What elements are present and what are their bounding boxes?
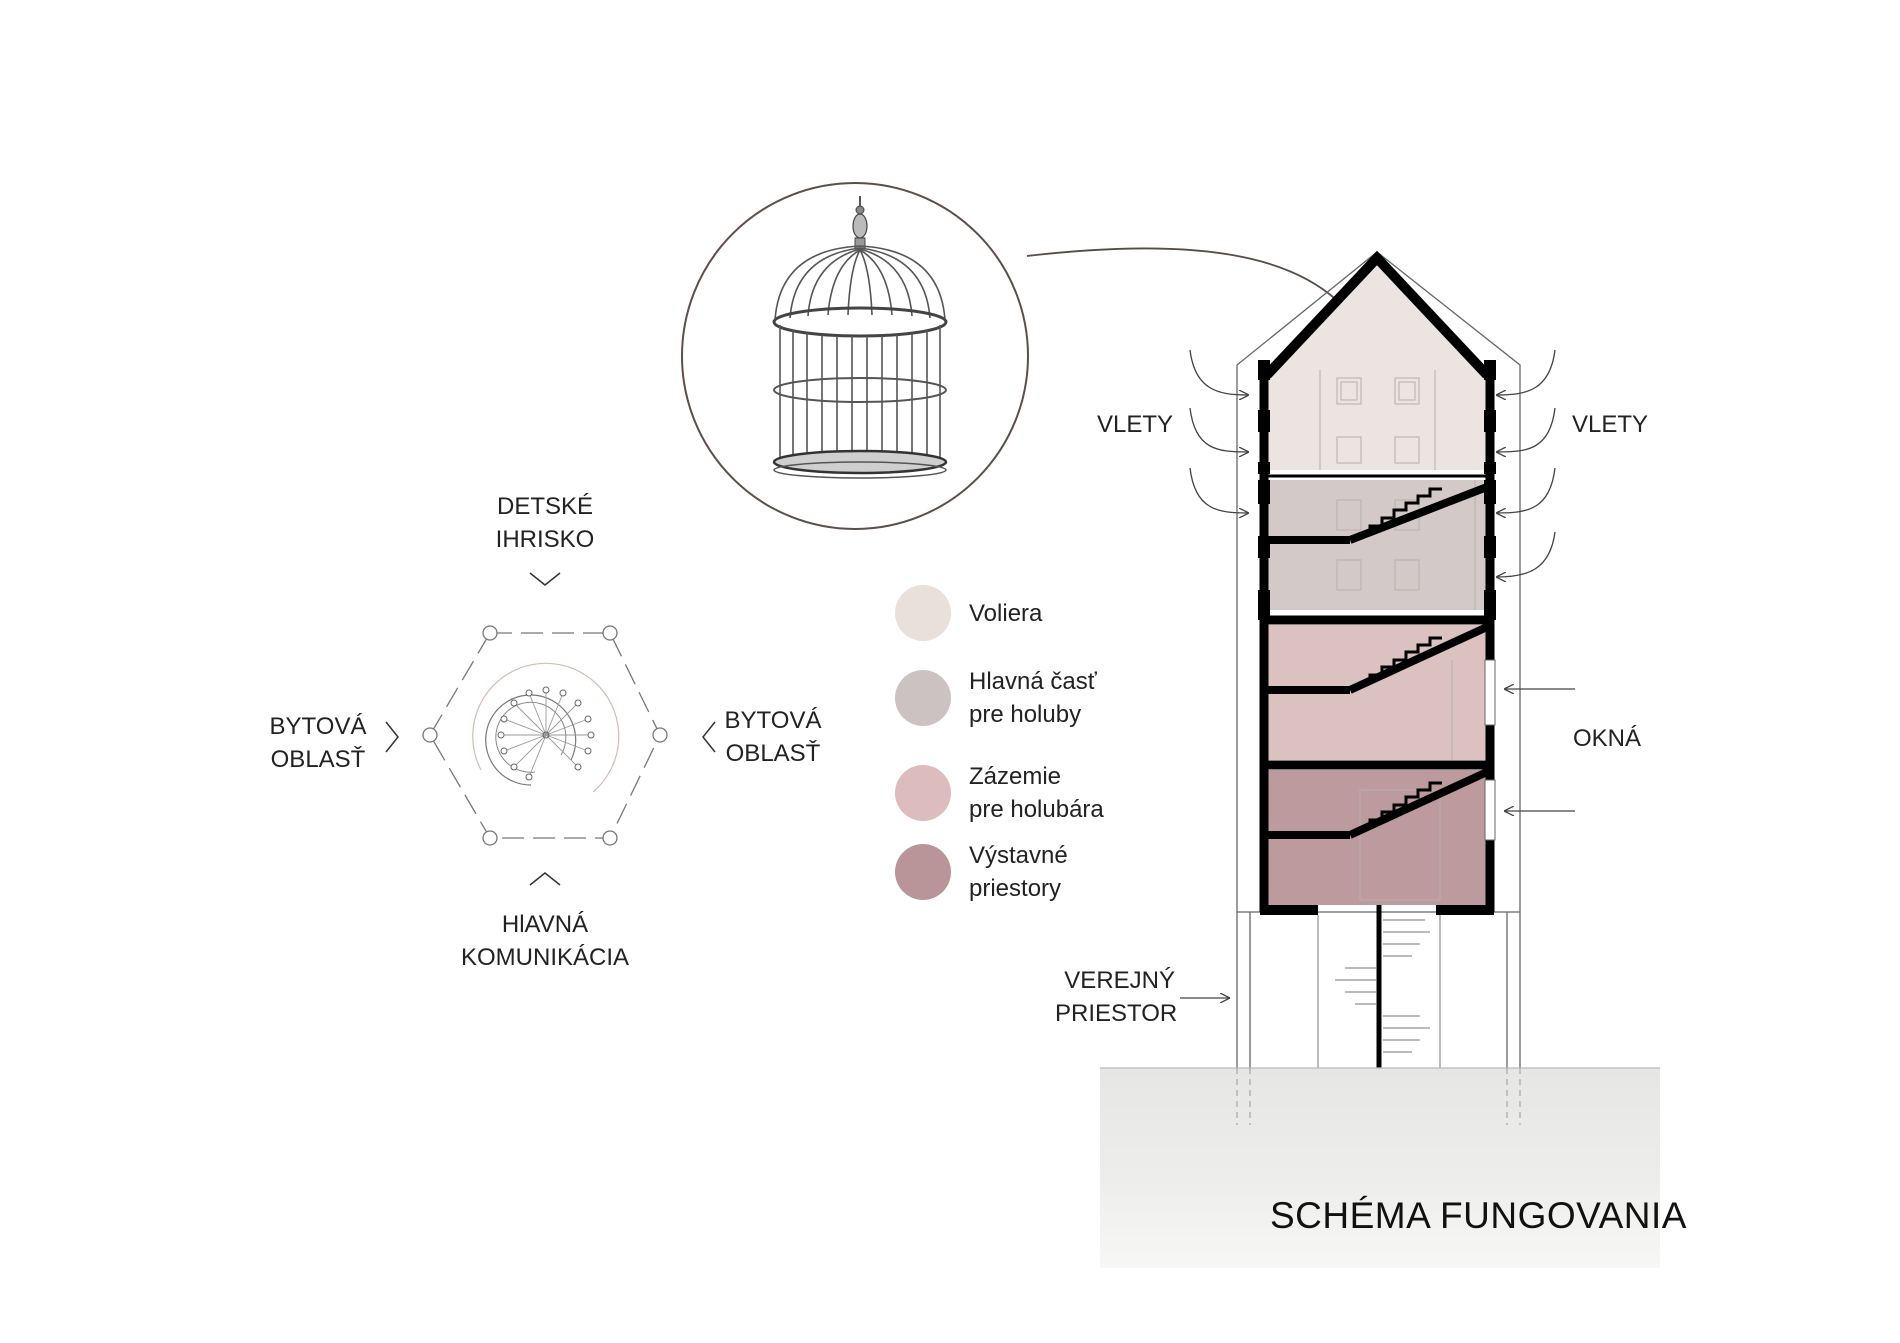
legend-label: Hlavná časť pre holuby — [969, 668, 1097, 728]
legend-swatch — [895, 765, 951, 821]
label-bytova-oblast-right: BYTOVÁ OBLASŤ — [724, 707, 822, 767]
legend-item-vystavne: Výstavné priestory — [895, 839, 1068, 905]
label-bytova-oblast-left: BYTOVÁ OBLASŤ — [269, 713, 367, 773]
label-detske-ihrisko: DETSKÉ IHRISKO — [495, 493, 595, 553]
legend-swatch — [895, 844, 951, 900]
floor-plan — [385, 572, 716, 886]
legend-swatch — [895, 585, 951, 641]
legend-item-hlavna-cast: Hlavná časť pre holuby — [895, 665, 1097, 731]
vlety-arrows-left — [1189, 349, 1248, 513]
vlety-arrows-right — [1497, 349, 1556, 577]
label-vlety-right: VLETY — [1571, 411, 1649, 438]
chevron-down-icon — [529, 572, 561, 586]
legend-label: Voliera — [969, 599, 1043, 627]
okna-arrows — [1505, 689, 1575, 811]
tower-section — [1100, 250, 1660, 1268]
label-hlavna-komunikacia: HlAVNÁ KOMUNIKÁCIA — [460, 911, 630, 971]
legend-item-voliera: Voliera — [895, 585, 1042, 641]
label-verejny-priestor: VEREJNÝ PRIESTOR — [1055, 967, 1178, 1027]
legend-label: Zázemie pre holubára — [969, 763, 1104, 823]
birdcage-illustration — [681, 182, 1029, 530]
legend-label: Výstavné priestory — [969, 842, 1068, 902]
page-title: SCHÉMA FUNGOVANIA — [1270, 1195, 1687, 1236]
legend-swatch — [895, 670, 951, 726]
label-vlety-left: VLETY — [1096, 411, 1174, 438]
chevron-up-icon — [529, 872, 561, 886]
label-okna: OKNÁ — [1572, 725, 1641, 752]
chevron-right-icon — [385, 721, 399, 753]
legend-item-zazemie: Zázemie pre holubára — [895, 760, 1104, 826]
chevron-left-icon — [702, 721, 716, 753]
